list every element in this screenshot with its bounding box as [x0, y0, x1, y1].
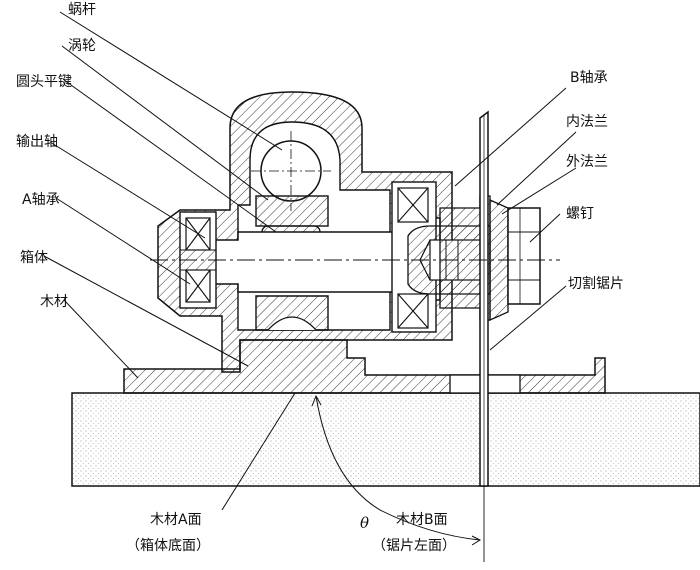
worm-wheel-top — [255, 195, 329, 227]
label-worm-wheel: 涡轮 — [68, 38, 96, 54]
label-wood-face-b-note: （锯片左面） — [372, 538, 456, 554]
label-worm: 蜗杆 — [68, 2, 96, 18]
theta-arc — [315, 395, 481, 541]
label-screw: 螺钉 — [566, 206, 594, 222]
label-bearing-a: A轴承 — [22, 192, 60, 208]
label-outer-flange: 外法兰 — [566, 154, 608, 170]
label-wood-face-b: 木材B面 — [396, 512, 448, 528]
wood-block — [71, 392, 700, 487]
label-housing: 箱体 — [20, 250, 48, 266]
label-saw-blade: 切割锯片 — [568, 275, 624, 292]
label-output-shaft: 输出轴 — [16, 134, 58, 150]
label-inner-flange: 内法兰 — [566, 114, 608, 130]
leader-lines — [43, 11, 577, 511]
label-wood: 木材 — [40, 294, 68, 310]
label-wood-face-a: 木材A面 — [150, 512, 202, 528]
worm-wheel-bottom — [255, 295, 329, 331]
screw-head — [507, 207, 541, 305]
label-round-key: 圆头平键 — [16, 74, 72, 90]
label-bearing-b: B轴承 — [570, 70, 608, 86]
label-wood-face-a-note: （箱体底面） — [126, 538, 210, 554]
housing-base — [123, 339, 606, 394]
label-theta: θ — [360, 514, 369, 532]
